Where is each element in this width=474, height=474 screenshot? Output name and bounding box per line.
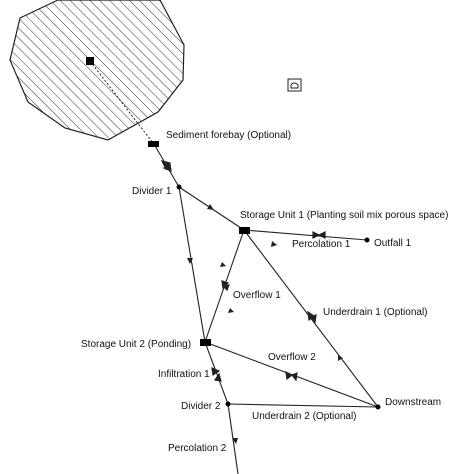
node-storage-unit-2[interactable]	[200, 339, 211, 346]
node-sediment-forebay[interactable]	[148, 141, 159, 147]
node-divider-2[interactable]	[225, 401, 231, 407]
subcatchment-area[interactable]	[9, 0, 185, 141]
valve-underdrain-1[interactable]	[307, 310, 317, 324]
node-divider-1[interactable]	[176, 184, 182, 190]
link-underdrain-2[interactable]	[227, 403, 379, 408]
valve-infiltration-1[interactable]	[211, 367, 222, 382]
valve-percolation-1[interactable]	[312, 231, 326, 239]
node-downstream[interactable]	[375, 404, 381, 410]
link-divider1-to-storage2[interactable]	[178, 186, 206, 343]
label-underdrain-1: Underdrain 1 (Optional)	[323, 307, 428, 318]
label-overflow-1: Overflow 1	[233, 290, 281, 301]
label-percolation-2: Percolation 2	[168, 443, 227, 454]
label-storage-unit-2: Storage Unit 2 (Ponding)	[81, 339, 191, 350]
label-divider-1: Divider 1	[132, 186, 172, 197]
label-divider-2: Divider 2	[181, 401, 221, 412]
flow-arrow	[232, 438, 238, 444]
rain-gage-icon[interactable]	[287, 78, 302, 92]
label-overflow-2: Overflow 2	[268, 352, 316, 363]
label-downstream: Downstream	[385, 397, 441, 408]
label-sediment-forebay: Sediment forebay (Optional)	[166, 130, 291, 141]
node-storage-unit-1[interactable]	[239, 227, 250, 234]
flow-arrow	[228, 308, 234, 313]
link-percolation-1[interactable]	[243, 229, 368, 241]
subcatchment-outlet-link	[89, 60, 154, 144]
valve-overflow-1[interactable]	[221, 280, 230, 292]
valve-overflow-2[interactable]	[285, 370, 298, 382]
label-outfall-1: Outfall 1	[374, 238, 412, 249]
flow-arrow	[187, 258, 193, 264]
label-storage-unit-1: Storage Unit 1 (Planting soil mix porous…	[240, 210, 448, 221]
flow-arrow	[338, 355, 343, 361]
flow-arrow	[220, 262, 226, 267]
label-underdrain-2: Underdrain 2 (Optional)	[252, 411, 357, 422]
label-infiltration-1: Infiltration 1	[158, 369, 210, 380]
label-percolation-1: Percolation 1	[292, 239, 351, 250]
valve-forebay[interactable]	[160, 160, 172, 172]
flow-arrow	[207, 204, 214, 210]
node-outfall-1[interactable]	[364, 237, 370, 243]
flow-arrow	[271, 241, 277, 247]
